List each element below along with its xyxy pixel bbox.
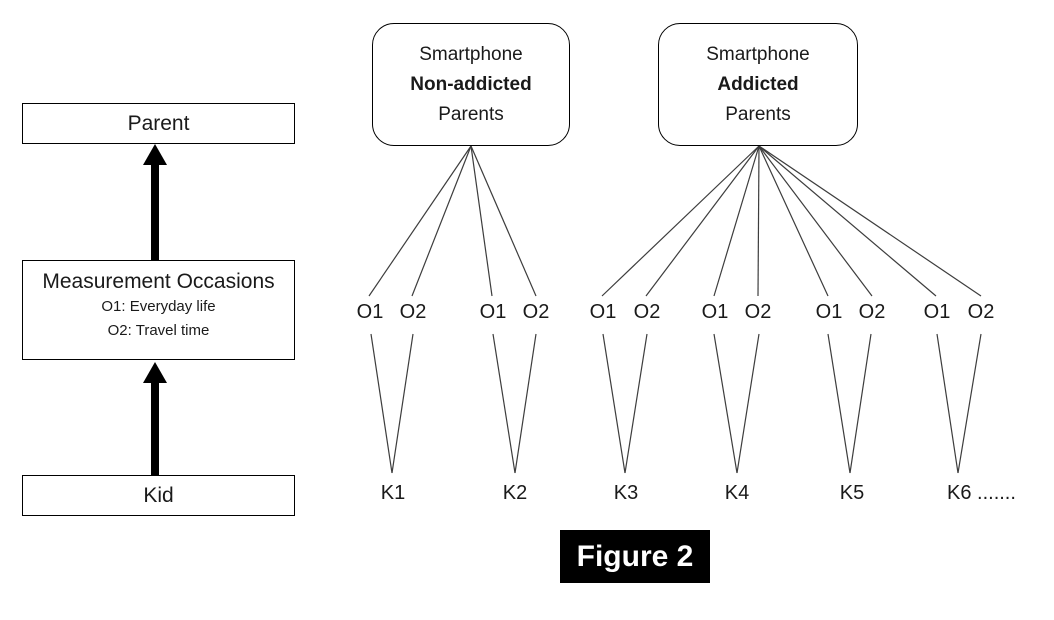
group-nonaddicted-line1: Smartphone bbox=[419, 43, 523, 65]
occasion-label-o2-k5: O2 bbox=[858, 301, 886, 323]
kid-label-k6: K6 ....... bbox=[947, 482, 1016, 504]
fan-lines-nonaddicted bbox=[368, 145, 537, 297]
group-box-nonaddicted-parents: Smartphone Non-addicted Parents bbox=[372, 23, 570, 146]
group-addicted-line3: Parents bbox=[725, 103, 791, 125]
v-lines-k3 bbox=[602, 333, 648, 474]
occasion-label-o2-k1: O2 bbox=[399, 301, 427, 323]
figure-caption-text: Figure 2 bbox=[576, 539, 694, 573]
v-lines-k5 bbox=[827, 333, 872, 474]
kid-label-k3: K3 bbox=[613, 482, 639, 504]
occasion-label-o1-k1: O1 bbox=[356, 301, 384, 323]
occasion-label-o1-k2: O1 bbox=[479, 301, 507, 323]
group-addicted-line2: Addicted bbox=[717, 73, 799, 95]
occasion1-definition: O1: Everyday life bbox=[101, 298, 216, 316]
occasion-label-o1-k3: O1 bbox=[589, 301, 617, 323]
kid-label-k1: K1 bbox=[380, 482, 406, 504]
occasion-label-o2-k4: O2 bbox=[744, 301, 772, 323]
kid-label-k2: K2 bbox=[502, 482, 528, 504]
occasion-label-o2-k6: O2 bbox=[967, 301, 995, 323]
v-lines-k6 bbox=[936, 333, 982, 474]
v-lines-k2 bbox=[492, 333, 537, 474]
figure-caption: Figure 2 bbox=[560, 530, 710, 583]
kid-box: Kid bbox=[22, 475, 295, 516]
kid-label-k5: K5 bbox=[839, 482, 865, 504]
occasion-label-o2-k3: O2 bbox=[633, 301, 661, 323]
v-lines-k1 bbox=[370, 333, 414, 474]
kid-label-k4: K4 bbox=[724, 482, 750, 504]
parent-box-label: Parent bbox=[127, 111, 190, 135]
occasion-label-o2-k2: O2 bbox=[522, 301, 550, 323]
measurement-occasions-box: Measurement Occasions O1: Everyday life … bbox=[22, 260, 295, 360]
group-addicted-line1: Smartphone bbox=[706, 43, 810, 65]
group-box-addicted-parents: Smartphone Addicted Parents bbox=[658, 23, 858, 146]
group-nonaddicted-line2: Non-addicted bbox=[410, 73, 532, 95]
measurement-occasions-title: Measurement Occasions bbox=[42, 270, 275, 293]
occasion-label-o1-k4: O1 bbox=[701, 301, 729, 323]
parent-box: Parent bbox=[22, 103, 295, 144]
occasion-label-o1-k5: O1 bbox=[815, 301, 843, 323]
occasion2-definition: O2: Travel time bbox=[107, 321, 210, 339]
fan-lines-addicted bbox=[601, 145, 982, 297]
group-nonaddicted-line3: Parents bbox=[438, 103, 504, 125]
occasion-label-o1-k6: O1 bbox=[923, 301, 951, 323]
up-arrow-occasions-to-parent bbox=[143, 144, 167, 260]
up-arrow-kid-to-occasions bbox=[143, 362, 167, 475]
v-lines-k4 bbox=[713, 333, 760, 474]
kid-box-label: Kid bbox=[143, 483, 174, 507]
